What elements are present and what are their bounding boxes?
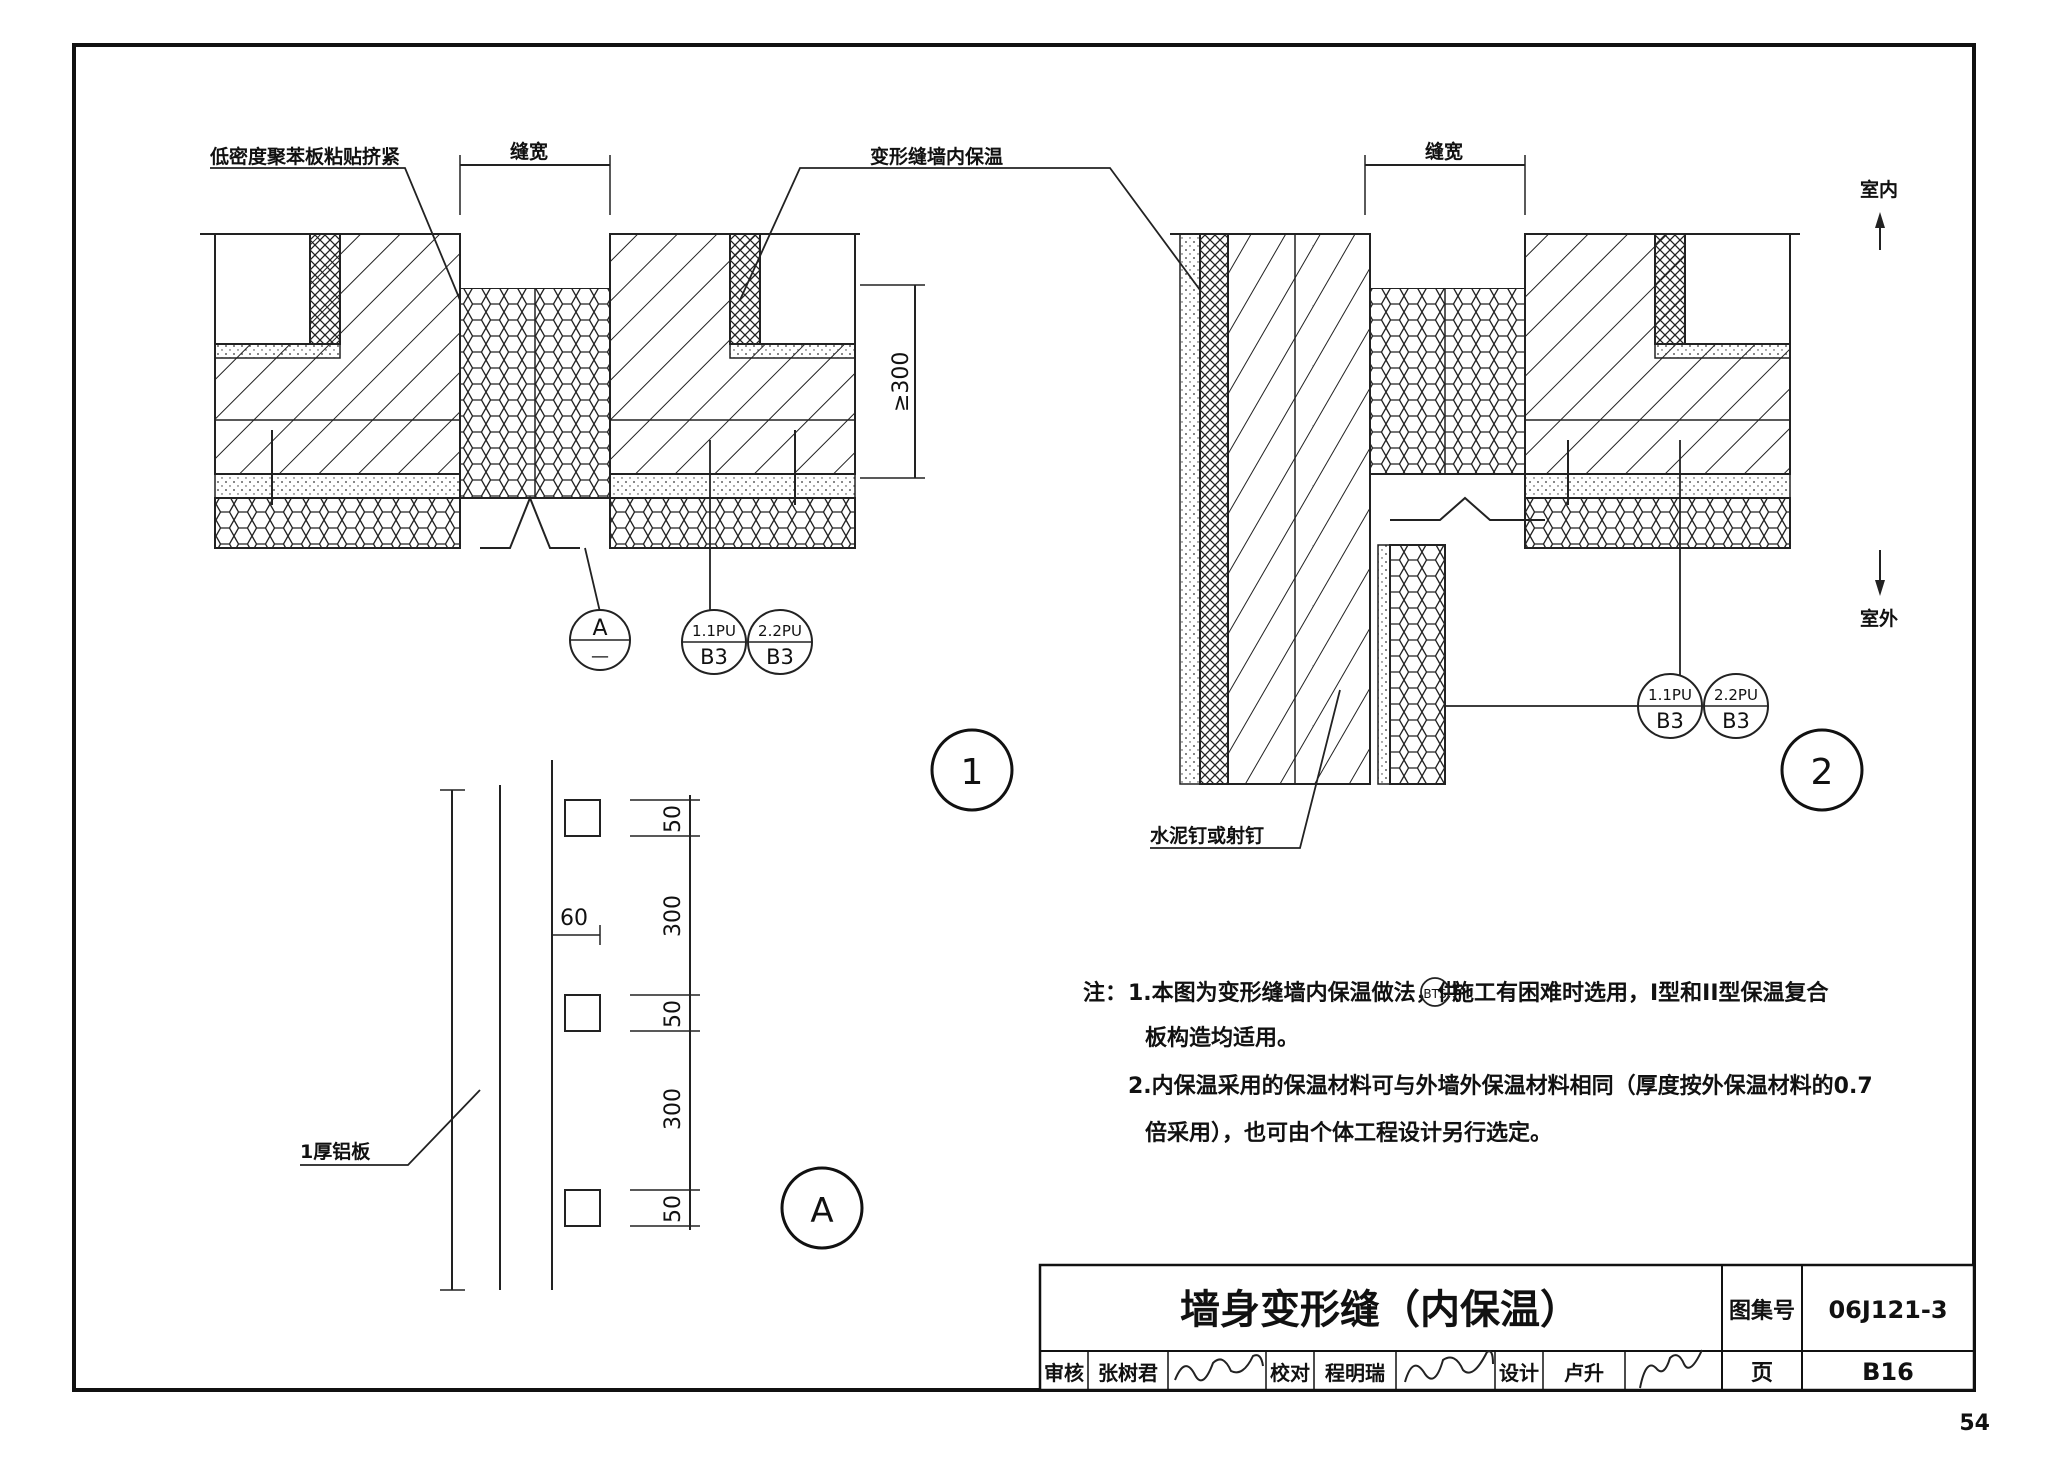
- designer-name: 卢升: [1564, 1361, 1604, 1385]
- design-label: 设计: [1499, 1361, 1539, 1385]
- reviewer-signature: [1174, 1354, 1264, 1382]
- dim-A-2: 300: [661, 895, 686, 937]
- checker-signature: [1404, 1350, 1494, 1383]
- notes-block: 注： 1.本图为变形缝墙内保温做法，供 BTS 施工有困难时选用，I型和II型保…: [1083, 977, 1873, 1146]
- outdoor-label: 室外: [1860, 607, 1898, 630]
- detail-A-drawing: [300, 760, 700, 1291]
- ref-callout-2: 2.2PU B3: [747, 609, 813, 675]
- dim-A-1: 50: [661, 805, 686, 833]
- ref1-bottom: B3: [700, 645, 728, 669]
- ref3-bottom: B3: [1656, 709, 1684, 733]
- ref-callout-1: 1.1PU B3: [681, 609, 747, 675]
- drawing-title: 墙身变形缝（内保温）: [1180, 1287, 1580, 1333]
- dim-A-width: 60: [560, 906, 588, 931]
- note-1-badge: BTS: [1423, 987, 1446, 1001]
- sheet-number: 54: [1959, 1411, 1990, 1436]
- joint-width-label-1: 缝宽: [510, 140, 548, 163]
- ref2-top: 2.2PU: [758, 622, 802, 640]
- atlas-label: 图集号: [1729, 1298, 1795, 1324]
- atlas-number: 06J121-3: [1828, 1296, 1947, 1324]
- joint-width-label-2: 缝宽: [1425, 140, 1463, 163]
- detail-1-marker: 1: [930, 728, 1014, 812]
- detail-A-letter: A: [810, 1191, 833, 1231]
- page-number: B16: [1862, 1358, 1914, 1386]
- note-1-part-2: 施工有困难时选用，I型和II型保温复合: [1452, 980, 1830, 1006]
- min-300-dimension: ≥300: [889, 352, 914, 412]
- callout-A-top: A: [592, 616, 607, 641]
- detail-2-marker: 2: [1780, 728, 1864, 812]
- check-label: 校对: [1270, 1361, 1310, 1385]
- note-1-line-2: 板构造均适用。: [1145, 1025, 1299, 1051]
- detail-2-number: 2: [1811, 752, 1834, 793]
- review-label: 审核: [1044, 1361, 1084, 1385]
- dim-A-4: 300: [661, 1088, 686, 1130]
- detail-A-marker: A: [780, 1166, 864, 1250]
- section-callout-A: A —: [569, 609, 631, 671]
- nail-label: 水泥钉或射钉: [1150, 824, 1264, 847]
- alu-label: 1厚铝板: [300, 1140, 371, 1163]
- foam-label: 低密度聚苯板粘贴挤紧: [209, 145, 400, 168]
- ref-callout-4: 2.2PU B3: [1703, 673, 1769, 739]
- ref4-top: 2.2PU: [1714, 686, 1758, 704]
- ref-callout-3: 1.1PU B3: [1637, 673, 1703, 739]
- note-2-line-2: 倍采用），也可由个体工程设计另行选定。: [1145, 1120, 1552, 1146]
- checker-name: 程明瑞: [1325, 1361, 1385, 1385]
- sheet-border: [72, 43, 1976, 1392]
- dim-A-5: 50: [661, 1195, 686, 1223]
- ref1-top: 1.1PU: [692, 622, 736, 640]
- title-block: [1038, 1263, 1976, 1392]
- reviewer-name: 张树君: [1098, 1361, 1158, 1385]
- page-label: 页: [1751, 1361, 1773, 1386]
- note-2-line-1: 2.内保温采用的保温材料可与外墙外保温材料相同（厚度按外保温材料的0.7: [1128, 1073, 1873, 1099]
- designer-signature: [1639, 1349, 1703, 1389]
- detail-1-number: 1: [961, 752, 984, 793]
- ref4-bottom: B3: [1722, 709, 1750, 733]
- callout-A-bottom: —: [591, 646, 609, 667]
- detail-2-drawing: [1005, 155, 1885, 849]
- ref2-bottom: B3: [766, 645, 794, 669]
- note-1-part-1: 1.本图为变形缝墙内保温做法，供: [1128, 980, 1460, 1006]
- dim-A-3: 50: [661, 1000, 686, 1028]
- inner-insulation-label: 变形缝墙内保温: [870, 145, 1003, 168]
- indoor-label: 室内: [1860, 178, 1898, 201]
- detail-1-drawing: [200, 155, 1005, 613]
- notes-prefix: 注：: [1083, 980, 1127, 1006]
- ref3-top: 1.1PU: [1648, 686, 1692, 704]
